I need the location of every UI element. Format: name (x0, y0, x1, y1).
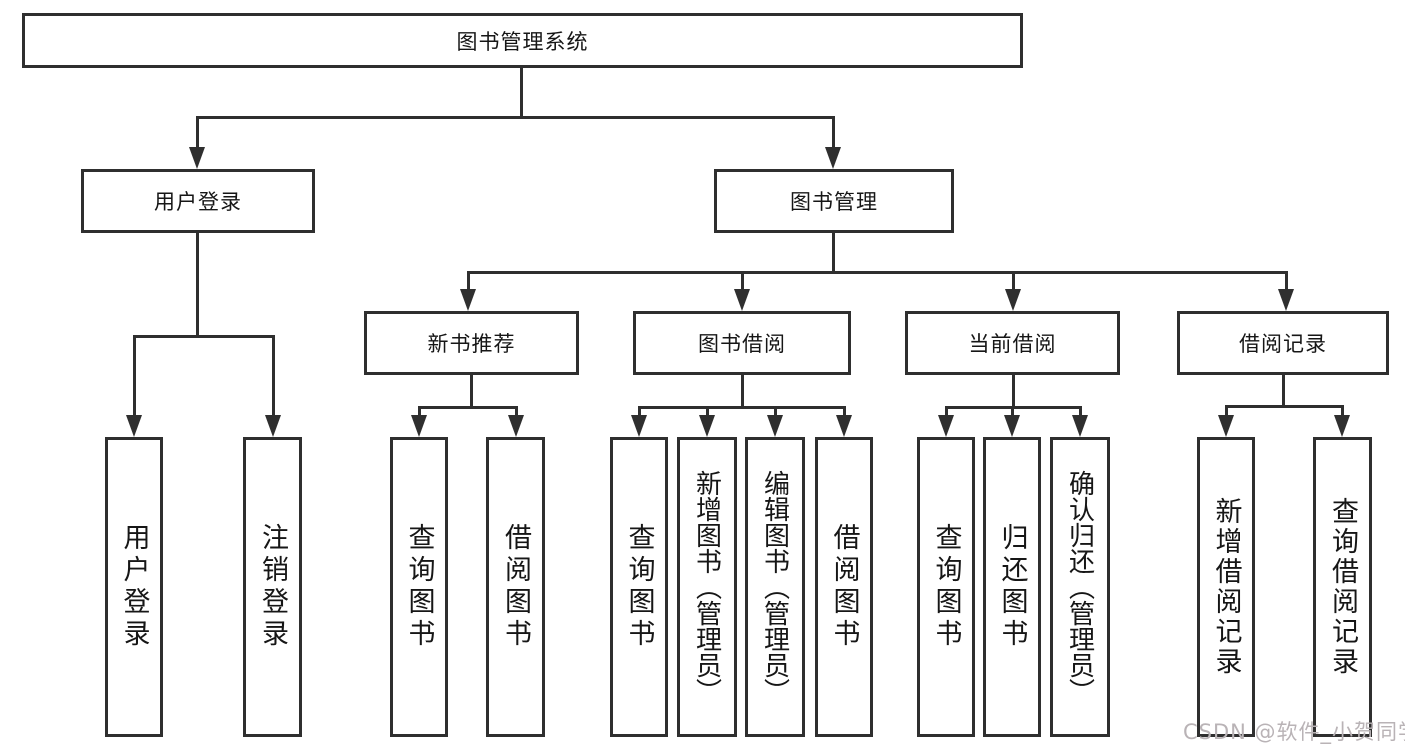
connector (196, 233, 199, 338)
node-new-book-recommendation: 新书推荐 (364, 311, 579, 375)
arrowhead-down-icon (767, 415, 783, 437)
node-borrowing-records: 借阅记录 (1177, 311, 1389, 375)
connector (520, 66, 523, 118)
connector (843, 406, 846, 418)
connector (1012, 375, 1015, 409)
connector (832, 233, 835, 274)
arrowhead-down-icon (265, 415, 281, 437)
arrowhead-down-icon (126, 415, 142, 437)
arrowhead-down-icon (631, 415, 647, 437)
leaf-query-books-recommend: 查询图书 (390, 437, 448, 737)
node-label: 图书借阅 (698, 332, 786, 356)
connector (1341, 405, 1344, 418)
arrowhead-down-icon (1218, 415, 1234, 437)
leaf-label: 新增图书（管理员） (691, 470, 722, 704)
connector (638, 406, 845, 409)
leaf-label: 查询图书 (930, 523, 962, 651)
connector (1012, 271, 1015, 293)
leaf-label: 查询借阅记录 (1327, 497, 1358, 677)
connector (418, 406, 421, 418)
node-library-management-system: 图书管理系统 (22, 13, 1023, 68)
arrowhead-down-icon (1278, 289, 1294, 311)
node-label: 当前借阅 (968, 332, 1057, 356)
connector (1282, 375, 1285, 408)
leaf-add-books-admin: 新增图书（管理员） (677, 437, 737, 737)
connector (638, 406, 641, 418)
arrowhead-down-icon (734, 289, 750, 311)
leaf-logout: 注销登录 (243, 437, 302, 737)
connector (470, 375, 473, 409)
connector (1285, 271, 1288, 293)
leaf-label: 编辑图书（管理员） (759, 470, 790, 704)
leaf-label: 新增借阅记录 (1210, 497, 1242, 677)
leaf-label: 借阅图书 (500, 523, 531, 651)
node-book-management: 图书管理 (714, 169, 954, 233)
leaf-query-borrow-record: 查询借阅记录 (1313, 437, 1372, 737)
node-user-login: 用户登录 (81, 169, 315, 233)
watermark: CSDN @软件_小贺同学 (1183, 720, 1405, 744)
connector (1011, 406, 1014, 418)
leaf-borrow-books-borrowing: 借阅图书 (815, 437, 873, 737)
node-label: 用户登录 (154, 190, 242, 214)
node-current-borrowing: 当前借阅 (905, 311, 1120, 375)
node-label: 新书推荐 (427, 332, 516, 356)
arrowhead-down-icon (836, 415, 852, 437)
arrowhead-down-icon (460, 289, 476, 311)
connector (418, 406, 517, 409)
leaf-label: 借阅图书 (828, 523, 860, 651)
connector (1225, 405, 1228, 418)
arrowhead-down-icon (699, 415, 715, 437)
arrowhead-down-icon (825, 147, 841, 169)
node-label: 借阅记录 (1239, 332, 1327, 356)
leaf-query-books-current: 查询图书 (917, 437, 975, 737)
leaf-add-borrow-record: 新增借阅记录 (1197, 437, 1255, 737)
leaf-label: 确认归还（管理员） (1064, 470, 1095, 704)
connector (741, 271, 744, 293)
node-book-borrowing: 图书借阅 (633, 311, 851, 375)
arrowhead-down-icon (1334, 415, 1350, 437)
leaf-user-login: 用户登录 (105, 437, 163, 737)
connector (196, 116, 199, 150)
leaf-label: 查询图书 (623, 523, 655, 651)
connector (467, 271, 470, 293)
connector (832, 116, 835, 150)
connector (706, 406, 709, 418)
connector (1225, 405, 1343, 408)
leaf-label: 归还图书 (996, 523, 1028, 651)
leaf-label: 查询图书 (403, 523, 435, 651)
arrowhead-down-icon (508, 415, 524, 437)
connector (133, 335, 136, 420)
leaf-edit-books-admin: 编辑图书（管理员） (745, 437, 805, 737)
connector (1079, 406, 1082, 418)
leaf-query-books-borrowing: 查询图书 (610, 437, 668, 737)
leaf-return-books: 归还图书 (983, 437, 1041, 737)
leaf-label: 用户登录 (118, 523, 150, 651)
leaf-borrow-books-recommend: 借阅图书 (486, 437, 545, 737)
connector (774, 406, 777, 418)
connector (272, 335, 275, 420)
arrowhead-down-icon (189, 147, 205, 169)
connector (467, 271, 1287, 274)
arrowhead-down-icon (938, 415, 954, 437)
connector (133, 335, 275, 338)
arrowhead-down-icon (1005, 289, 1021, 311)
arrowhead-down-icon (1004, 415, 1020, 437)
connector (741, 375, 744, 409)
connector (196, 116, 835, 119)
connector (515, 406, 518, 418)
node-label: 图书管理 (790, 190, 878, 214)
leaf-label: 注销登录 (257, 523, 288, 651)
connector (945, 406, 948, 418)
leaf-confirm-return-admin: 确认归还（管理员） (1050, 437, 1110, 737)
arrowhead-down-icon (1072, 415, 1088, 437)
node-label: 图书管理系统 (456, 29, 589, 54)
arrowhead-down-icon (411, 415, 427, 437)
